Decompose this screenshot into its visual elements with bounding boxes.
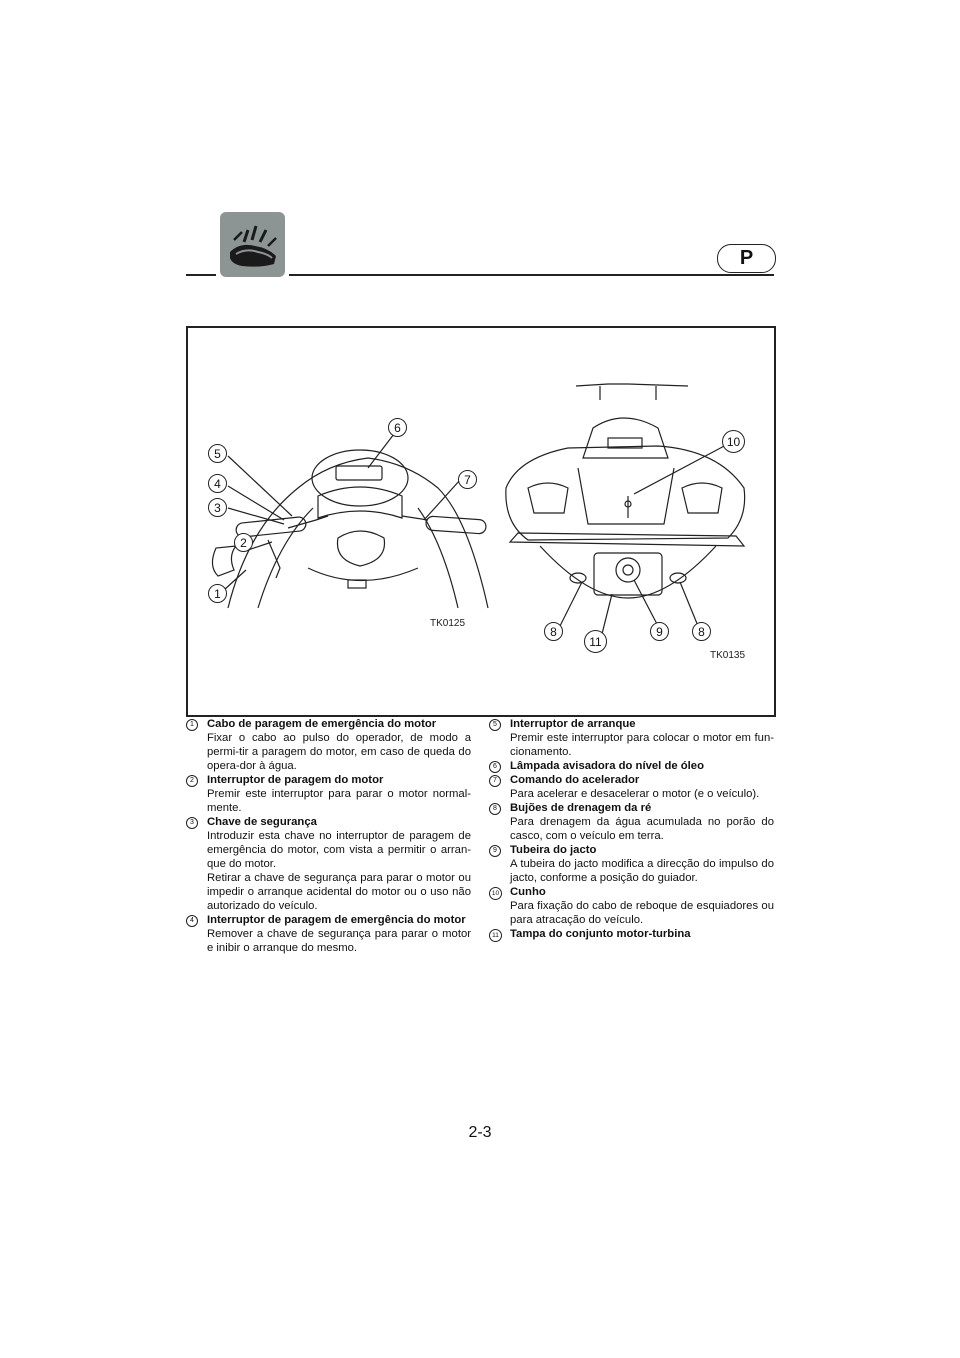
item-number: 3 xyxy=(186,817,198,829)
item-number: 1 xyxy=(186,719,198,731)
controls-figure: 1 2 3 4 5 6 7 8 9 8 10 11 TK0125 TK0135 xyxy=(186,326,776,717)
item-number: 5 xyxy=(489,719,501,731)
legend-item: 3 Chave de segurança Introduzir esta cha… xyxy=(186,815,471,913)
item-title: Bujões de drenagem da ré xyxy=(510,802,652,814)
item-number: 10 xyxy=(489,887,502,900)
item-title: Tampa do conjunto motor-turbina xyxy=(510,928,691,940)
page-number: 2-3 xyxy=(468,1124,492,1141)
item-title: Lâmpada avisadora do nível de óleo xyxy=(510,760,704,772)
legend-item: 10 Cunho Para fixação do cabo de reboque… xyxy=(489,885,774,927)
item-description-continued: Retirar a chave de segurança para parar … xyxy=(207,872,471,912)
item-number: 8 xyxy=(489,803,501,815)
item-number: 9 xyxy=(489,845,501,857)
callout-6: 6 xyxy=(388,418,407,437)
item-description: Premir este interruptor para colocar o m… xyxy=(510,732,774,758)
item-description: Premir este interruptor para parar o mot… xyxy=(207,788,471,814)
item-number: 2 xyxy=(186,775,198,787)
item-description: Para fixação do cabo de reboque de esqui… xyxy=(510,900,774,926)
item-description: Fixar o cabo ao pulso do operador, de mo… xyxy=(207,732,471,772)
callout-7: 7 xyxy=(458,470,477,489)
legend-item: 9 Tubeira do jacto A tubeira do jacto mo… xyxy=(489,843,774,885)
header-rule-left xyxy=(186,274,216,276)
watercraft-illustration xyxy=(211,383,746,635)
item-description: Para drenagem da água acumulada no porão… xyxy=(510,816,774,842)
language-badge: P xyxy=(717,244,776,273)
legend-item: 1 Cabo de paragem de emergência do motor… xyxy=(186,717,471,773)
callout-8-right: 8 xyxy=(692,622,711,641)
legend-item: 7 Comando do acelerador Para acelerar e … xyxy=(489,773,774,801)
item-title: Interruptor de arranque xyxy=(510,718,636,730)
legend-item: 4 Interruptor de paragem de emergência d… xyxy=(186,913,471,955)
callout-4: 4 xyxy=(208,474,227,493)
personal-watercraft-icon xyxy=(220,212,285,277)
item-title: Interruptor de paragem do motor xyxy=(207,774,384,786)
item-title: Cabo de paragem de emergência do motor xyxy=(207,718,437,730)
item-description: A tubeira do jacto modifica a direcção d… xyxy=(510,858,774,884)
item-description: Introduzir esta chave no interruptor de … xyxy=(207,830,471,870)
item-title: Chave de segurança xyxy=(207,816,317,828)
callout-3: 3 xyxy=(208,498,227,517)
legend-item: 2 Interruptor de paragem do motor Premir… xyxy=(186,773,471,815)
item-number: 11 xyxy=(489,929,502,942)
item-number: 4 xyxy=(186,915,198,927)
callout-8-left: 8 xyxy=(544,622,563,641)
callout-9: 9 xyxy=(650,622,669,641)
callout-2: 2 xyxy=(234,533,253,552)
callout-5: 5 xyxy=(208,444,227,463)
item-number: 6 xyxy=(489,761,501,773)
item-description: Para acelerar e desacelerar o motor (e o… xyxy=(510,788,760,800)
item-number: 7 xyxy=(489,775,501,787)
callout-10: 10 xyxy=(722,430,745,453)
header-rule-right xyxy=(289,274,774,276)
item-description: Remover a chave de segurança para parar … xyxy=(207,928,471,954)
callout-1: 1 xyxy=(208,584,227,603)
item-title: Cunho xyxy=(510,886,546,898)
item-title: Interruptor de paragem de emergência do … xyxy=(207,914,466,926)
legend-item: 5 Interruptor de arranque Premir este in… xyxy=(489,717,774,759)
legend-item: 11 Tampa do conjunto motor-turbina xyxy=(489,927,774,942)
figure-code-left: TK0125 xyxy=(430,618,466,629)
figure-code-right: TK0135 xyxy=(710,650,746,661)
callout-11: 11 xyxy=(584,630,607,653)
legend-item: 6 Lâmpada avisadora do nível de óleo xyxy=(489,759,774,773)
legend-right-column: 5 Interruptor de arranque Premir este in… xyxy=(489,717,774,942)
legend-left-column: 1 Cabo de paragem de emergência do motor… xyxy=(186,717,471,955)
item-title: Comando do acelerador xyxy=(510,774,640,786)
item-title: Tubeira do jacto xyxy=(510,844,597,856)
legend-item: 8 Bujões de drenagem da ré Para drenagem… xyxy=(489,801,774,843)
